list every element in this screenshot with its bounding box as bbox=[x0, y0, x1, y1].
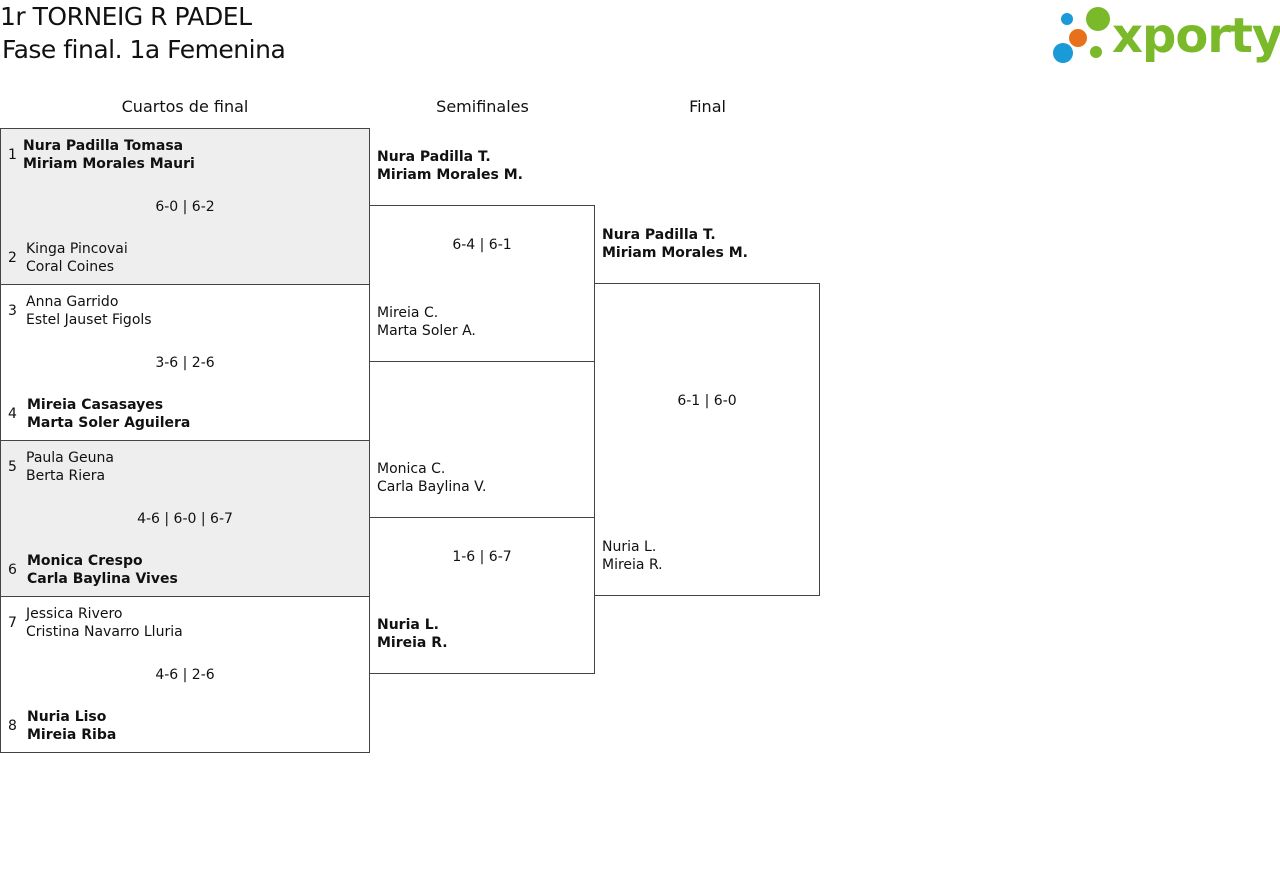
final-match[interactable]: 6-1 | 6-0 Nuria L. Mireia R. bbox=[594, 283, 820, 596]
team-name: Mireia R. bbox=[377, 635, 448, 651]
logo-wordmark: xporty bbox=[1112, 8, 1280, 64]
seed-number: 3 bbox=[8, 303, 17, 319]
match-score: 6-4 | 6-1 bbox=[452, 237, 512, 253]
team-name: Nuria Liso bbox=[27, 709, 107, 725]
logo-dots-icon bbox=[1053, 7, 1110, 63]
team-name: Carla Baylina V. bbox=[377, 479, 487, 495]
team-name: Mireia C. bbox=[377, 305, 439, 321]
match-score: 6-0 | 6-2 bbox=[155, 199, 215, 215]
team-name: Jessica Rivero bbox=[26, 606, 123, 622]
team-name: Berta Riera bbox=[26, 468, 106, 484]
team-name: Mireia Casasayes bbox=[27, 397, 164, 413]
team-name: Carla Baylina Vives bbox=[27, 571, 178, 587]
team-name: Nura Padilla T. bbox=[602, 227, 716, 243]
team-name: Nura Padilla T. bbox=[377, 149, 491, 165]
seed-number: 2 bbox=[8, 250, 17, 266]
quarterfinal-match-4[interactable]: 7 Jessica Rivero Cristina Navarro Lluria… bbox=[0, 596, 370, 753]
seed-number: 7 bbox=[8, 615, 17, 631]
round-heading-quarterfinals: Cuartos de final bbox=[121, 97, 249, 116]
team-name: Mireia Riba bbox=[27, 727, 117, 743]
team-name: Miriam Morales M. bbox=[602, 245, 748, 261]
quarterfinal-match-1[interactable]: 1 Nura Padilla Tomasa Miriam Morales Mau… bbox=[0, 128, 370, 285]
team-name: Kinga Pincovai bbox=[26, 241, 128, 257]
tournament-subtitle: Fase final. 1a Femenina bbox=[2, 35, 286, 64]
team-name: Mireia R. bbox=[602, 557, 663, 573]
team-name: Monica Crespo bbox=[27, 553, 143, 569]
quarterfinal-match-2[interactable]: 3 Anna Garrido Estel Jauset Figols 3-6 |… bbox=[0, 284, 370, 441]
seed-number: 5 bbox=[8, 459, 17, 475]
semifinal-match-2[interactable]: 1-6 | 6-7 Nuria L. Mireia R. bbox=[369, 517, 595, 674]
match-score: 4-6 | 6-0 | 6-7 bbox=[137, 511, 233, 527]
match-score: 6-1 | 6-0 bbox=[677, 393, 737, 409]
seed-number: 4 bbox=[8, 406, 17, 422]
team-name: Anna Garrido bbox=[26, 294, 119, 310]
team-name: Marta Soler A. bbox=[377, 323, 476, 339]
team-name: Nuria L. bbox=[377, 617, 439, 633]
match-score: 1-6 | 6-7 bbox=[452, 549, 512, 565]
team-name: Nura Padilla Tomasa bbox=[23, 138, 184, 154]
tournament-title: 1r TORNEIG R PADEL bbox=[0, 2, 252, 31]
seed-number: 1 bbox=[8, 147, 17, 163]
quarterfinal-match-3[interactable]: 5 Paula Geuna Berta Riera 4-6 | 6-0 | 6-… bbox=[0, 440, 370, 597]
semifinal-match-1[interactable]: 6-4 | 6-1 Mireia C. Marta Soler A. bbox=[369, 205, 595, 362]
team-name: Estel Jauset Figols bbox=[26, 312, 152, 328]
round-heading-final: Final bbox=[689, 97, 726, 116]
team-name: Coral Coines bbox=[26, 259, 115, 275]
match-score: 4-6 | 2-6 bbox=[155, 667, 215, 683]
team-name: Nuria L. bbox=[602, 539, 657, 555]
team-name: Paula Geuna bbox=[26, 450, 114, 466]
team-name: Cristina Navarro Lluria bbox=[26, 624, 183, 640]
seed-number: 8 bbox=[8, 718, 17, 734]
match-score: 3-6 | 2-6 bbox=[155, 355, 215, 371]
team-name: Miriam Morales M. bbox=[377, 167, 523, 183]
round-heading-semifinals: Semifinales bbox=[436, 97, 529, 116]
team-name: Miriam Morales Mauri bbox=[23, 156, 195, 172]
seed-number: 6 bbox=[8, 562, 17, 578]
xporty-logo[interactable]: xporty bbox=[1050, 4, 1280, 68]
team-name: Marta Soler Aguilera bbox=[27, 415, 191, 431]
team-name: Monica C. bbox=[377, 461, 446, 477]
